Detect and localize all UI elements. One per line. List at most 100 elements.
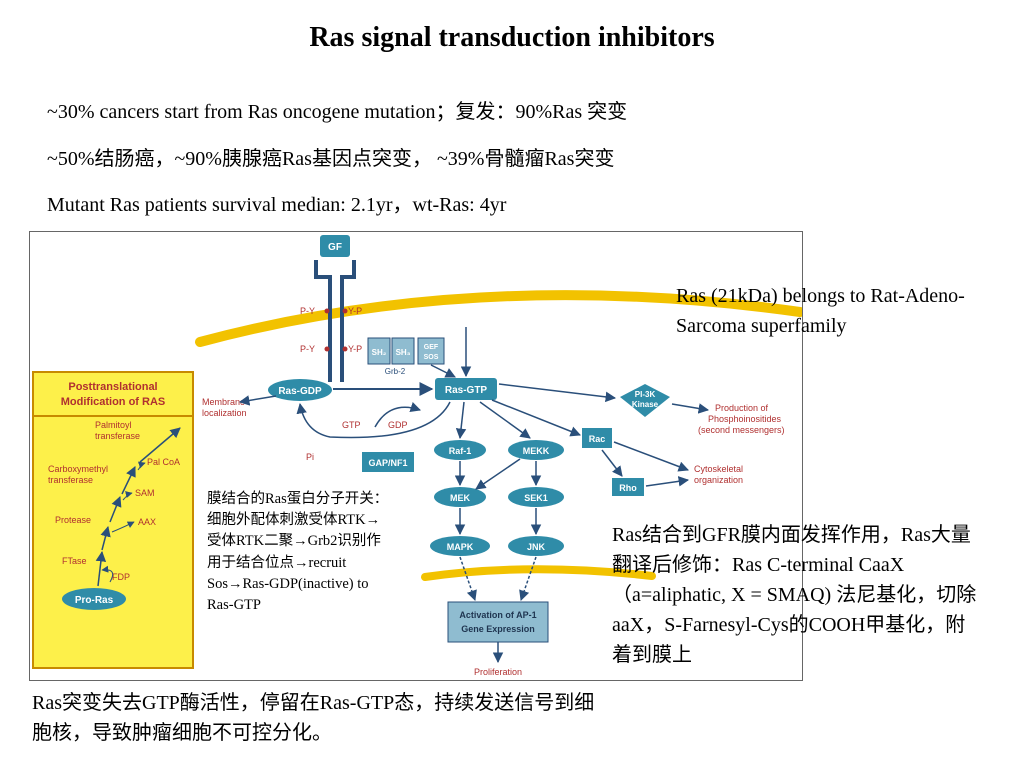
sek1-label: SEK1 (524, 493, 548, 503)
mekk-label: MEKK (523, 446, 550, 456)
rac-node (582, 428, 612, 448)
phospho-dot (324, 346, 330, 352)
raf1-label: Raf-1 (449, 446, 472, 456)
cell-membrane (195, 290, 802, 347)
mekk-node (508, 440, 564, 460)
mek-label: MEK (450, 493, 471, 503)
ras-superfamily-note: Ras (21kDa) belongs to Rat-Adeno-Sarcoma… (676, 285, 965, 337)
pi3k-label: PI-3K (635, 390, 656, 399)
raf1-node (434, 440, 486, 460)
ras-gdp-node (268, 379, 332, 401)
palcoa-label: Pal CoA (147, 457, 180, 467)
phospho-dot (342, 308, 348, 314)
phospho-dot (324, 308, 330, 314)
bullet-cancer-rate: ~30% cancers start from Ras oncogene mut… (47, 101, 628, 123)
ras-gtp-label: Ras-GTP (445, 385, 488, 396)
ras-switch-note: 膜结合的Ras蛋白分子开关：细胞外配体刺激受体RTK→受体RTK二聚→Grb2识… (207, 489, 389, 617)
receptor-tyrosine-kinase (314, 260, 356, 382)
aax-label: AAX (138, 517, 156, 527)
gap-nf1-node (362, 452, 414, 472)
ptm-arrow-1 (95, 550, 107, 587)
ras-gtp-node (435, 378, 497, 400)
jnk-node (508, 536, 564, 556)
arrow-ras-membrane (238, 395, 277, 406)
gef-label: GEF (424, 344, 439, 351)
gef-sos-node (417, 337, 445, 365)
yp-top-label: Y-P (348, 306, 362, 316)
palmitoyl-label-2: transferase (95, 431, 140, 441)
phospho-dot (342, 346, 348, 352)
ptm-arrow-palcoa (137, 461, 146, 471)
grb2-sos-complex (367, 337, 445, 365)
sek1-node (508, 487, 564, 507)
proliferation-label: Proliferation (474, 667, 522, 677)
ras-gdp-label: Ras-GDP (278, 386, 322, 397)
ptm-title-1: Posttranslational (68, 381, 157, 393)
grb2-label: Grb-2 (385, 367, 406, 376)
arrow-rac-rho (601, 449, 623, 477)
ptm-arrow-sam (122, 491, 133, 501)
ap1-label-1: Activation of AP-1 (459, 610, 536, 620)
ras-mutation-note: Ras突变失去GTP酶活性，停留在Ras-GTP态，持续发送信号到细胞核，导致肿… (32, 692, 595, 744)
jnk-label: JNK (527, 542, 546, 552)
rho-node (612, 478, 644, 496)
gf-node (320, 235, 350, 257)
sos-label: SOS (424, 354, 439, 361)
carboxy-label-2: transferase (48, 475, 93, 485)
kinase-label: Kinase (632, 400, 659, 409)
protease-label: Protease (55, 515, 91, 525)
proras-label: Pro-Ras (75, 595, 114, 606)
ptm-arrow-4 (121, 466, 136, 495)
gtp-label: GTP (342, 420, 361, 430)
arrow-pi3k-production (671, 403, 710, 414)
nuclear-membrane (421, 565, 656, 581)
cyto-label-2: organization (694, 475, 743, 485)
ap1-node (447, 601, 549, 643)
palmitoyl-label-1: Palmitoyl (95, 420, 132, 430)
arrow-ras-mekk (479, 401, 531, 439)
bullet-mutation-rates: ~50%结肠癌，~90%胰腺癌Ras基因点突变， ~39%骨髓瘤Ras突变 (47, 148, 615, 170)
pi-label: Pi (306, 452, 314, 462)
arrow-ras-rac (491, 399, 581, 437)
ptm-panel (32, 371, 194, 669)
arrow-rho-cyto (645, 476, 690, 487)
sh2-node (367, 337, 391, 365)
ras-pathway-figure: GF P-Y Y-P P-Y Y-P SH₂ SH₃ GEF SOS Grb-2… (29, 231, 803, 681)
carboxy-label-1: Carboxymethyl (48, 464, 108, 474)
yp-bottom-label: Y-P (348, 344, 362, 354)
ap1-label-2: Gene Expression (461, 624, 535, 634)
gdp-label: GDP (388, 420, 408, 430)
production-label-1: Production of (715, 403, 769, 413)
proras-node (62, 588, 126, 610)
mapk-node (430, 536, 490, 556)
bullet-survival: Mutant Ras patients survival median: 2.1… (47, 194, 507, 216)
arrow-jnk-ap1 (519, 556, 537, 601)
ptm-arrow-2 (100, 525, 111, 551)
gf-label: GF (328, 242, 342, 253)
arrow-mekk-mek (475, 458, 521, 490)
ptm-header (32, 371, 194, 417)
sh2-label: SH₂ (372, 348, 387, 357)
ras-modification-note: Ras结合到GFR膜内面发挥作用，Ras大量翻译后修饰：Ras C-termin… (612, 524, 977, 666)
cycle-arrow-back (296, 401, 451, 439)
arrow-sos-to-ras (430, 364, 456, 378)
sh3-label: SH₃ (396, 348, 411, 357)
sam-label: SAM (135, 488, 155, 498)
localization-label: localization (202, 408, 247, 418)
ftase-label: FTase (62, 556, 87, 566)
pi3k-node (620, 384, 670, 417)
arrow-ras-pi3k (498, 383, 617, 403)
slide-title: Ras signal transduction inhibitors (309, 22, 715, 53)
ptm-arrow-3 (109, 496, 122, 523)
ptm-title-2: Modification of RAS (61, 396, 166, 408)
mek-node (434, 487, 486, 507)
py-top-label: P-Y (300, 306, 315, 316)
arrow-ras-raf (455, 401, 467, 440)
rac-label: Rac (589, 434, 606, 444)
arrow-rac-cyto (613, 441, 689, 472)
ptm-arrow-aax (111, 521, 135, 533)
gap-nf1-label: GAP/NF1 (368, 458, 407, 468)
cycle-arrow-top (374, 402, 421, 428)
arrow-mapk-ap1 (459, 556, 477, 601)
cyto-label-1: Cytoskeletal (694, 464, 743, 474)
